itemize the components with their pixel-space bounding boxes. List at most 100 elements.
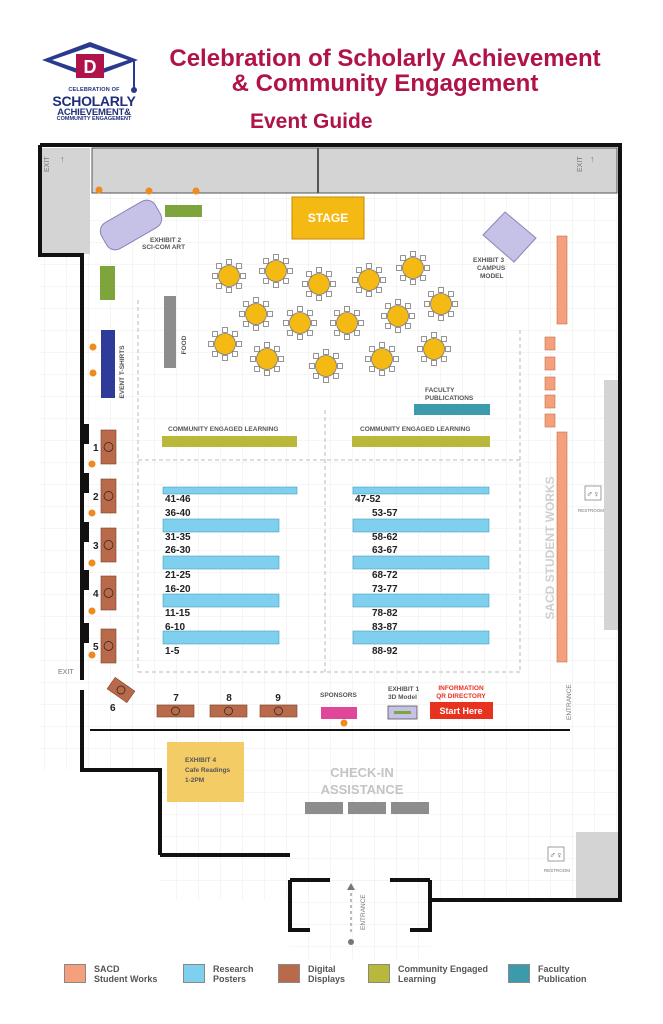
poster-range-label: 16-20 <box>165 584 191 595</box>
sacd-table <box>544 356 556 371</box>
svg-text:4: 4 <box>93 589 99 600</box>
round-table <box>212 259 246 293</box>
round-table <box>309 349 343 383</box>
cel-table-left <box>162 436 297 447</box>
round-table <box>302 267 336 301</box>
svg-text:5: 5 <box>93 642 99 653</box>
entrance-arrow-icon <box>347 883 355 890</box>
poster-range-label: 11-15 <box>165 608 190 619</box>
svg-text:7: 7 <box>173 693 179 704</box>
restroom-label-right: RESTROOM <box>578 508 604 513</box>
entrance-floor <box>290 880 430 960</box>
restroom-glyph: ♂♀ <box>549 850 563 860</box>
poster-range-label: 73-77 <box>372 584 398 595</box>
logo-line1: CELEBRATION OF <box>68 87 120 93</box>
logo-line4: COMMUNITY ENGAGEMENT <box>56 116 132 122</box>
logo-line3: ACHIEVEMENT& <box>57 106 131 118</box>
tshirt-table <box>101 330 115 398</box>
logo-line2: SCHOLARLY <box>52 92 136 109</box>
title-line1: Celebration of Scholarly Achievement <box>169 45 601 72</box>
top-wall-area <box>91 147 618 194</box>
poster-range-label: 63-67 <box>372 545 398 556</box>
svg-text:2: 2 <box>93 492 99 503</box>
aisle-lines <box>137 300 521 673</box>
restroom-label-bottom: RESTROOM <box>544 868 570 873</box>
round-table <box>259 254 293 288</box>
round-table <box>330 306 364 340</box>
sponsors-label: SPONSORS <box>320 692 358 699</box>
digital-display: 3 <box>83 522 117 563</box>
legend-swatch <box>183 964 205 983</box>
poster-range-label: 68-72 <box>372 570 398 581</box>
stage-label: STAGE <box>308 211 348 225</box>
entrance-bottom-label: ENTRANCE <box>360 894 367 930</box>
svg-text:3: 3 <box>93 541 99 552</box>
poster-table <box>162 630 280 645</box>
sponsors-table <box>321 707 357 719</box>
checkin-table <box>305 802 343 814</box>
poster-table <box>352 555 490 570</box>
poster-range-label: 53-57 <box>372 508 398 519</box>
exit-top-right: EXIT <box>577 156 584 172</box>
start-here-table[interactable] <box>430 702 493 719</box>
tshirt-label: EVENT T-SHIRTS <box>119 345 126 399</box>
exhibit4-area <box>167 742 244 802</box>
logo-wordmark: CELEBRATION OF SCHOLARLY ACHIEVEMENT& CO… <box>44 87 144 123</box>
food-label: FOOD <box>181 335 188 354</box>
page-subtitle: Event Guide <box>250 110 373 133</box>
food-table <box>164 296 176 368</box>
poster-table <box>352 486 490 495</box>
poster-table <box>162 518 280 533</box>
exit-arrow-icon: ↑ <box>590 154 595 164</box>
page-title: Celebration of Scholarly Achievement & C… <box>140 46 630 96</box>
poster-range-label: 78-82 <box>372 608 398 619</box>
digital-display: 4 <box>83 570 117 611</box>
legend-swatch <box>368 964 390 983</box>
sacd-table <box>544 336 556 351</box>
restroom-icon <box>584 485 602 501</box>
checkin-table <box>348 802 386 814</box>
exit-top-left: EXIT <box>44 156 51 172</box>
right-wall-panel <box>604 380 618 630</box>
entrance-right-label: ENTRANCE <box>566 684 573 720</box>
walls <box>38 143 622 932</box>
faculty-publications-table <box>414 404 490 415</box>
poster-range-label: 41-46 <box>165 494 191 505</box>
checkin-table <box>391 802 429 814</box>
exhibit4-label2: Cafe Readings <box>185 767 231 774</box>
exhibit4-label3: 1-2PM <box>185 777 204 784</box>
digital-display: 2 <box>83 473 117 514</box>
restroom-icon <box>547 846 565 862</box>
svg-text:D: D <box>84 57 97 77</box>
legend-swatch <box>278 964 300 983</box>
sacd-table <box>544 413 556 428</box>
round-table <box>424 287 458 321</box>
exhibit4-label1: EXHIBIT 4 <box>185 757 216 764</box>
checkin-label2: ASSISTANCE <box>321 782 404 797</box>
faculty-label1: FACULTY <box>425 387 455 394</box>
stage <box>291 196 365 240</box>
start-here-label: Start Here <box>439 706 482 716</box>
poster-table <box>352 630 490 645</box>
sacd-table <box>544 376 556 391</box>
exit-left: EXIT <box>58 669 74 676</box>
round-table <box>250 342 284 376</box>
round-table <box>417 332 451 366</box>
round-table <box>239 297 273 331</box>
poster-range-label: 21-25 <box>165 570 191 581</box>
cel-table-right <box>352 436 490 447</box>
green-table-left <box>100 266 115 300</box>
exit-arrow-icon: ↑ <box>60 154 65 164</box>
marker-dots <box>88 186 348 727</box>
info-label1: INFORMATION <box>438 685 484 692</box>
poster-range-label: 83-87 <box>372 622 398 633</box>
round-table <box>396 251 430 285</box>
svg-text:6: 6 <box>110 703 116 714</box>
exhibit3-label2: CAMPUS <box>477 265 506 272</box>
